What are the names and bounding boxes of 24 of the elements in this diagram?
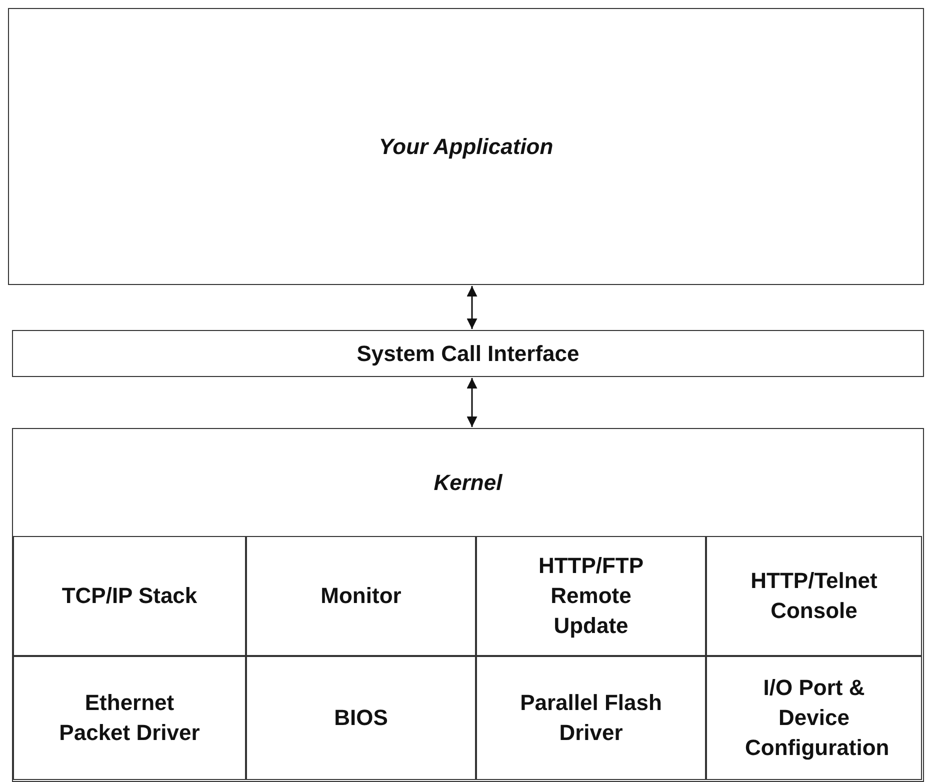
layer-label: Ethernet Packet Driver [58,689,201,747]
layer-label: Your Application [378,132,554,161]
layer-label: I/O Port & Device Configuration [744,674,890,762]
layer-label: TCP/IP Stack [60,582,198,610]
double-arrow [466,378,478,427]
module-cell [13,656,246,780]
layer-label: HTTP/FTP Remote Update [537,552,645,640]
layer-label: HTTP/Telnet Console [750,567,878,625]
module-cell [246,536,476,656]
layer-label: System Call Interface [356,340,580,368]
module-cell [476,656,706,780]
module-cell [476,536,706,656]
layer-label: BIOS [333,704,389,732]
kernel-panel [12,428,924,782]
module-cell [706,656,922,780]
module-cell [13,536,246,656]
layer-box [8,8,924,285]
layer-box [12,330,924,377]
layer-label: Parallel Flash Driver [519,689,663,747]
panel-heading: Kernel [432,468,504,496]
module-cell [706,536,922,656]
layer-label: Monitor [320,582,402,610]
module-cell [246,656,476,780]
double-arrow [466,286,478,329]
